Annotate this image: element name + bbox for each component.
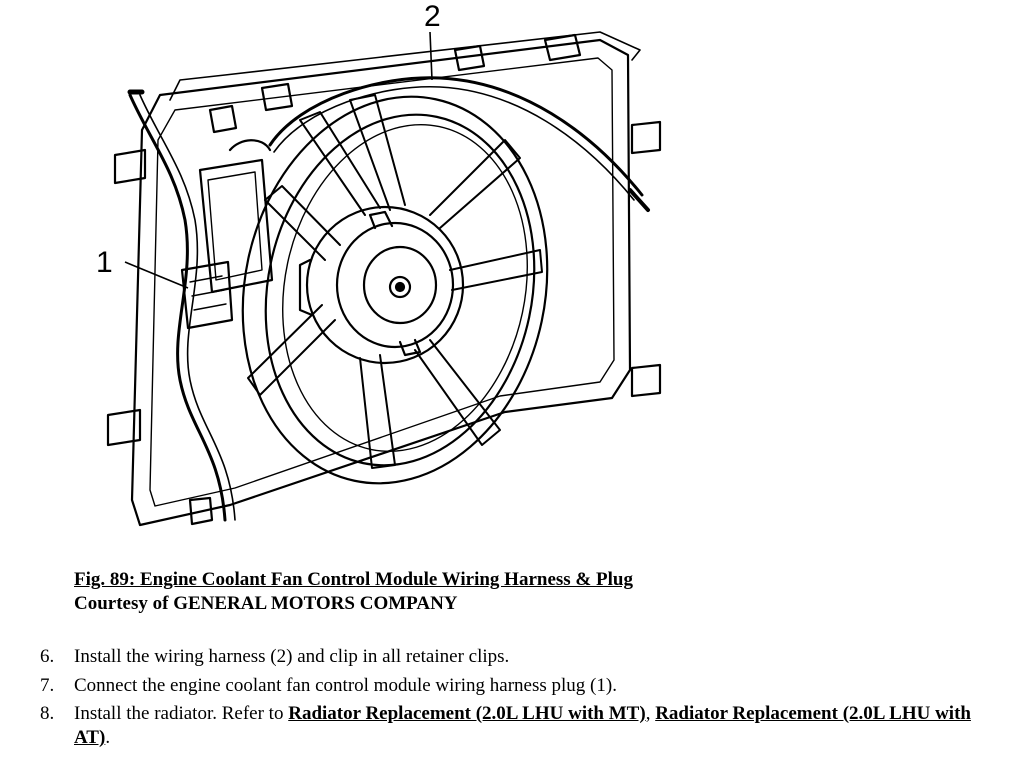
step-number: 7. [40,675,55,696]
fan-ring [241,95,549,485]
step-text: Connect the engine coolant fan control m… [74,675,617,696]
fan-control-module [180,139,274,330]
figure-caption-courtesy: Courtesy of GENERAL MOTORS COMPANY [74,593,458,614]
callout-2-leader [429,31,433,81]
radiator-replacement-mt-link[interactable]: Radiator Replacement (2.0L LHU with MT) [288,703,646,724]
step-text: Install the radiator. Refer to Radiator … [74,702,980,750]
step-6: 6. Install the wiring harness (2) and cl… [40,642,980,671]
callout-1-label: 1 [96,246,113,279]
callout-1-leader [124,261,189,289]
wiring-harness [127,76,650,522]
procedure-steps: 6. Install the wiring harness (2) and cl… [40,642,980,750]
figure-caption: Fig. 89: Engine Coolant Fan Control Modu… [74,568,633,616]
link-separator: , [645,703,656,724]
step-7: 7. Connect the engine coolant fan contro… [40,671,980,700]
fan-shroud [106,31,662,527]
step-number: 8. [40,703,55,724]
step-8: 8. Install the radiator. Refer to Radiat… [40,702,980,750]
step-number: 6. [40,646,55,667]
callout-2-label: 2 [424,0,441,33]
step-text-end: . [105,727,111,748]
figure-caption-title: Fig. 89: Engine Coolant Fan Control Modu… [74,569,633,590]
step-text-intro: Install the radiator. Refer to [74,703,289,724]
step-text: Install the wiring harness (2) and clip … [74,646,510,667]
fan-motor [298,205,465,365]
radiator-replacement-at-link[interactable]: Radiator Replacement (2.0L LHU with AT) [74,703,971,748]
fan-assembly-illustration: 2 1 [96,0,662,527]
